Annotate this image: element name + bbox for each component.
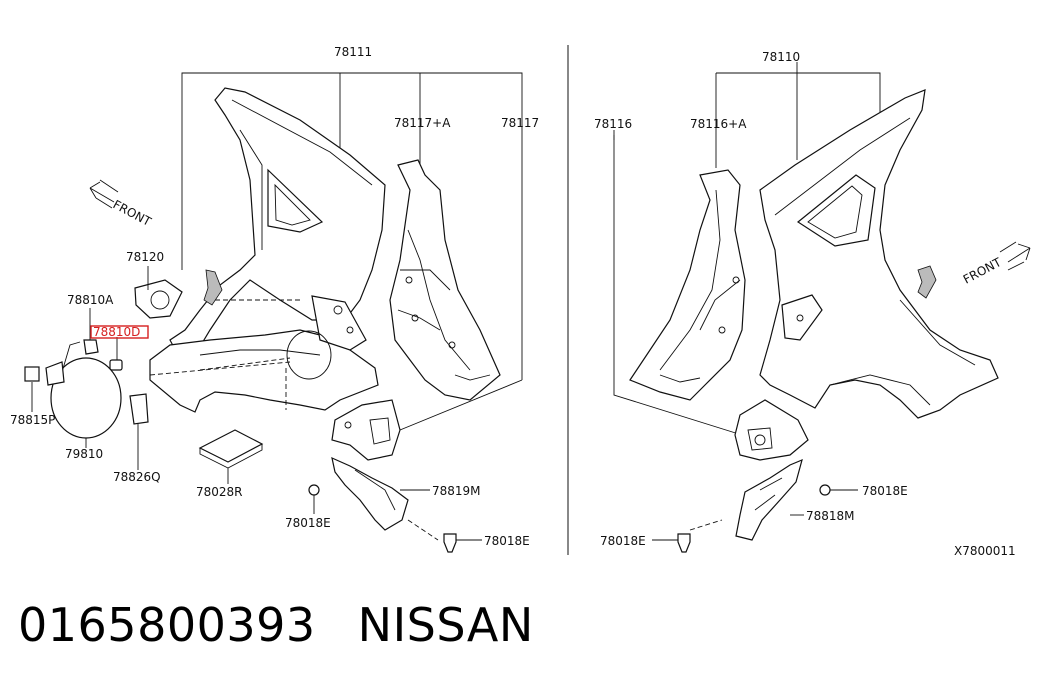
leader-lines-right (652, 489, 858, 541)
fuel-lid-base-left (134, 279, 183, 319)
highlight-box-78810d (90, 325, 149, 339)
front-arrow-left: FRONT (89, 179, 154, 229)
part-number: 0165800393 (18, 598, 316, 652)
mudguard-bracket-78819m (308, 456, 457, 553)
label-78110: 78110 (762, 50, 800, 64)
diagram-code: X7800011 (954, 544, 1016, 558)
label-78111: 78111 (334, 45, 372, 59)
label-78018e-left-1: 78018E (285, 516, 331, 530)
label-78018e-left-2: 78018E (484, 534, 530, 548)
bracket-center-right (734, 399, 809, 461)
label-78818m: 78818M (806, 509, 855, 523)
label-78819m: 78819M (432, 484, 481, 498)
label-79810: 79810 (65, 447, 103, 461)
front-label-left: FRONT (111, 197, 154, 229)
left-top-bracket (181, 72, 523, 380)
label-78018e-right-1: 78018E (862, 484, 908, 498)
footer: 0165800393 NISSAN (18, 598, 576, 652)
front-arrow-right: FRONT (961, 241, 1031, 287)
label-78815p: 78815P (10, 413, 55, 427)
rear-quarter-panel-left (149, 87, 386, 413)
lid-parts-left (83, 339, 149, 425)
label-78810a: 78810A (67, 293, 114, 307)
label-78117: 78117 (501, 116, 539, 130)
inner-pillar-left (389, 159, 501, 401)
pad-78028r (198, 429, 264, 469)
label-78116: 78116 (594, 117, 632, 131)
label-78116a: 78116+A (690, 117, 747, 131)
rear-quarter-panel-right (759, 89, 999, 419)
mudguard-bracket-78818m (677, 458, 831, 553)
label-78810d: 78810D (93, 325, 140, 339)
label-78018e-right-2: 78018E (600, 534, 646, 548)
label-78120: 78120 (126, 250, 164, 264)
leader-lines-left (31, 266, 523, 541)
front-label-right: FRONT (961, 255, 1004, 287)
bracket-center-left (331, 399, 401, 461)
inner-pillar-right (629, 169, 746, 401)
label-78117a: 78117+A (394, 116, 451, 130)
label-78028r: 78028R (196, 485, 243, 499)
brand-name: NISSAN (357, 598, 534, 652)
label-78826q: 78826Q (113, 470, 161, 484)
